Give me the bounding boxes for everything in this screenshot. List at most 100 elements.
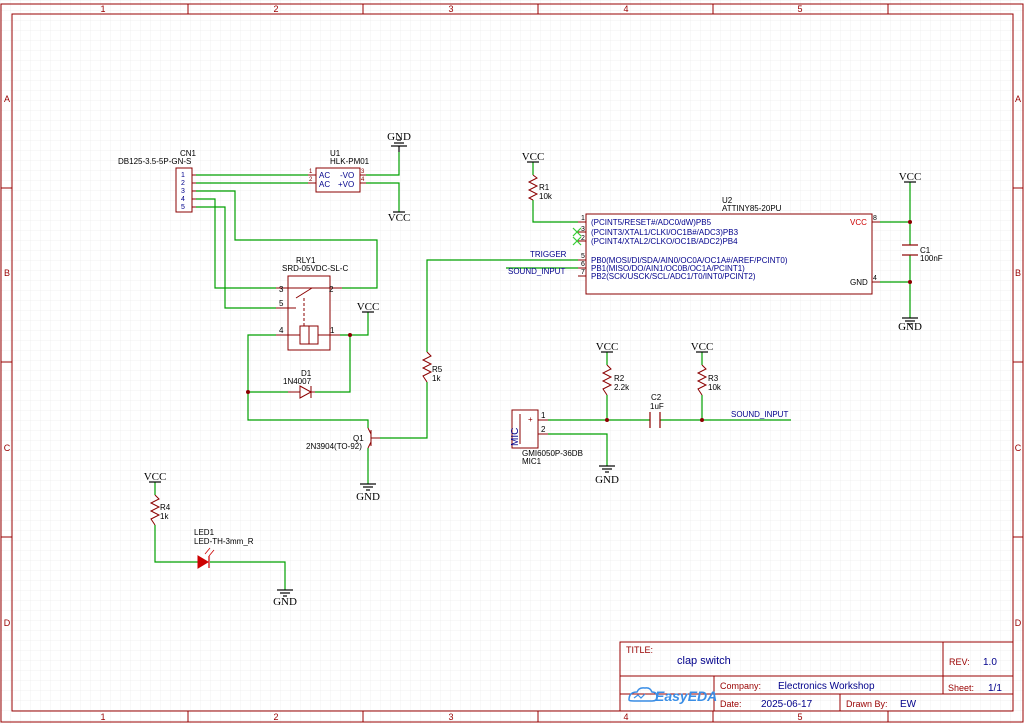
pin-number: 5 bbox=[279, 299, 284, 308]
net-label-trigger: TRIGGER bbox=[530, 250, 567, 259]
company-label: Company: bbox=[720, 681, 761, 691]
pin-number: 4 bbox=[181, 196, 185, 203]
pin-label: (PCINT4/XTAL2/CLKO/OC1B/ADC2)PB4 bbox=[591, 237, 738, 246]
resistor-labels: R1 10k R5 1k R2 2.2k R3 10k R4 1k bbox=[160, 183, 722, 521]
power-symbols bbox=[149, 139, 918, 597]
pin-label: PB0(MOSI/DI/SDA/AIN0/OC0A/OC1A#/AREF/PCI… bbox=[591, 256, 788, 265]
component-ref: R5 bbox=[432, 365, 443, 374]
component-ref: Q1 bbox=[353, 434, 364, 443]
col-label: 5 bbox=[797, 712, 802, 722]
pin-label: AC bbox=[319, 180, 330, 189]
vcc-label: VCC bbox=[144, 471, 167, 483]
junctions bbox=[246, 220, 912, 422]
microcontroller-u2[interactable]: (PCINT5/RESET#/ADC0/dW)PB5 (PCINT3/XTAL1… bbox=[572, 196, 880, 295]
power-labels: GND VCC VCC GND VCC VCC GND VCC VCC GND … bbox=[144, 131, 922, 608]
component-ref: R4 bbox=[160, 503, 171, 512]
gnd-label: GND bbox=[356, 491, 380, 503]
relay-rly1[interactable]: 3 5 4 2 1 RLY1 SRD-05VDC-SL-C bbox=[276, 256, 348, 351]
component-value: 1N4007 bbox=[283, 377, 312, 386]
row-label: D bbox=[4, 618, 11, 628]
component-ref: C1 bbox=[920, 246, 931, 255]
net-label-sound-input: SOUND_INPUT bbox=[508, 267, 565, 276]
component-ref: U2 bbox=[722, 196, 733, 205]
vcc-label: VCC bbox=[357, 301, 380, 313]
row-label: B bbox=[4, 268, 10, 278]
pin-number: 5 bbox=[581, 253, 585, 260]
col-label: 3 bbox=[448, 4, 453, 14]
component-ref: D1 bbox=[301, 369, 312, 378]
pin-label: GND bbox=[850, 278, 868, 287]
title-label: TITLE: bbox=[626, 645, 653, 655]
transistor-q1[interactable]: Q1 2N3904(TO-92) bbox=[306, 427, 380, 451]
drawn-label: Drawn By: bbox=[846, 699, 888, 709]
vcc-label: VCC bbox=[522, 151, 545, 163]
capacitor-c2[interactable]: C2 1uF bbox=[649, 393, 664, 428]
pin-number: 7 bbox=[581, 269, 585, 276]
pin-number: 1 bbox=[181, 172, 185, 179]
easyeda-logo: EasyEDA bbox=[628, 687, 717, 704]
pin-label: (PCINT3/XTAL1/CLKI/OC1B#/ADC3)PB3 bbox=[591, 228, 739, 237]
rev-value: 1.0 bbox=[983, 657, 997, 668]
vcc-label: VCC bbox=[596, 341, 619, 353]
sheet-frame bbox=[0, 3, 1024, 723]
component-ref: R2 bbox=[614, 374, 625, 383]
col-label: 4 bbox=[623, 4, 628, 14]
component-value: 2N3904(TO-92) bbox=[306, 442, 362, 451]
row-label: C bbox=[1015, 443, 1022, 453]
col-label: 3 bbox=[448, 712, 453, 722]
resistor-r3 bbox=[696, 364, 708, 396]
component-value: 10k bbox=[708, 383, 722, 392]
power-module-u1[interactable]: AC AC -VO +VO 1 2 3 4 U1 HLK-PM01 bbox=[308, 149, 370, 193]
component-value: 100nF bbox=[920, 254, 943, 263]
pin-number: 2 bbox=[581, 235, 585, 242]
vcc-label: VCC bbox=[899, 171, 922, 183]
pin-label: VCC bbox=[850, 218, 867, 227]
capacitor-c1[interactable]: C1 100nF bbox=[902, 244, 943, 263]
vcc-label: VCC bbox=[691, 341, 714, 353]
wires bbox=[154, 152, 911, 590]
pin-number: 3 bbox=[181, 188, 185, 195]
led-led1[interactable]: LED1 LED-TH-3mm_R bbox=[194, 528, 254, 569]
drawn-value: EW bbox=[900, 699, 917, 710]
row-label: B bbox=[1015, 268, 1021, 278]
pin-number: 6 bbox=[581, 261, 585, 268]
vcc-label: VCC bbox=[388, 212, 411, 224]
pin-number: 2 bbox=[329, 285, 334, 294]
connector-cn1[interactable]: 1 2 3 4 5 CN1 DB125-3.5-5P-GN-S bbox=[118, 149, 197, 213]
diode-d1[interactable]: D1 1N4007 bbox=[283, 369, 315, 399]
sheet-value: 1/1 bbox=[988, 683, 1002, 694]
pin-number: 3 bbox=[361, 169, 365, 175]
pin-number: 8 bbox=[873, 215, 877, 222]
component-ref: LED1 bbox=[194, 528, 215, 537]
resistor-r2 bbox=[601, 364, 613, 396]
pin-number: 2 bbox=[309, 177, 313, 183]
component-value: 1uF bbox=[650, 402, 664, 411]
pin-label: (PCINT5/RESET#/ADC0/dW)PB5 bbox=[591, 218, 712, 227]
component-value: 1k bbox=[432, 374, 441, 383]
sheet-title: clap switch bbox=[677, 655, 731, 667]
row-label: A bbox=[4, 94, 10, 104]
date-label: Date: bbox=[720, 699, 742, 709]
component-ref: MIC1 bbox=[522, 457, 542, 466]
row-label: A bbox=[1015, 94, 1021, 104]
col-label: 1 bbox=[100, 4, 105, 14]
pin-number: 5 bbox=[181, 204, 185, 211]
col-label: 1 bbox=[100, 712, 105, 722]
pin-number: 1 bbox=[309, 169, 313, 175]
component-value: ATTINY85-20PU bbox=[722, 204, 782, 213]
component-value: 10k bbox=[539, 192, 553, 201]
pin-number: 4 bbox=[361, 177, 365, 183]
border-labels: 1 2 3 4 5 1 2 3 4 5 A B C D A B C D bbox=[4, 4, 1022, 722]
pin-label: PB2(SCK/USCK/SCL/ADC1/T0/INT0/PCINT2) bbox=[591, 272, 756, 281]
component-ref: U1 bbox=[330, 149, 341, 158]
sheet-label: Sheet: bbox=[948, 683, 974, 693]
component-ref: CN1 bbox=[180, 149, 197, 158]
pin-number: 4 bbox=[873, 275, 877, 282]
component-value: DB125-3.5-5P-GN-S bbox=[118, 157, 191, 166]
date-value: 2025-06-17 bbox=[761, 699, 813, 710]
no-connect-marks bbox=[572, 227, 582, 246]
microphone-mic1[interactable]: MIC + 1 2 GMI6050P-36DB MIC1 bbox=[510, 409, 583, 466]
resistor-r1 bbox=[527, 174, 539, 201]
component-ref: RLY1 bbox=[296, 256, 316, 265]
pin-label: +VO bbox=[338, 180, 354, 189]
